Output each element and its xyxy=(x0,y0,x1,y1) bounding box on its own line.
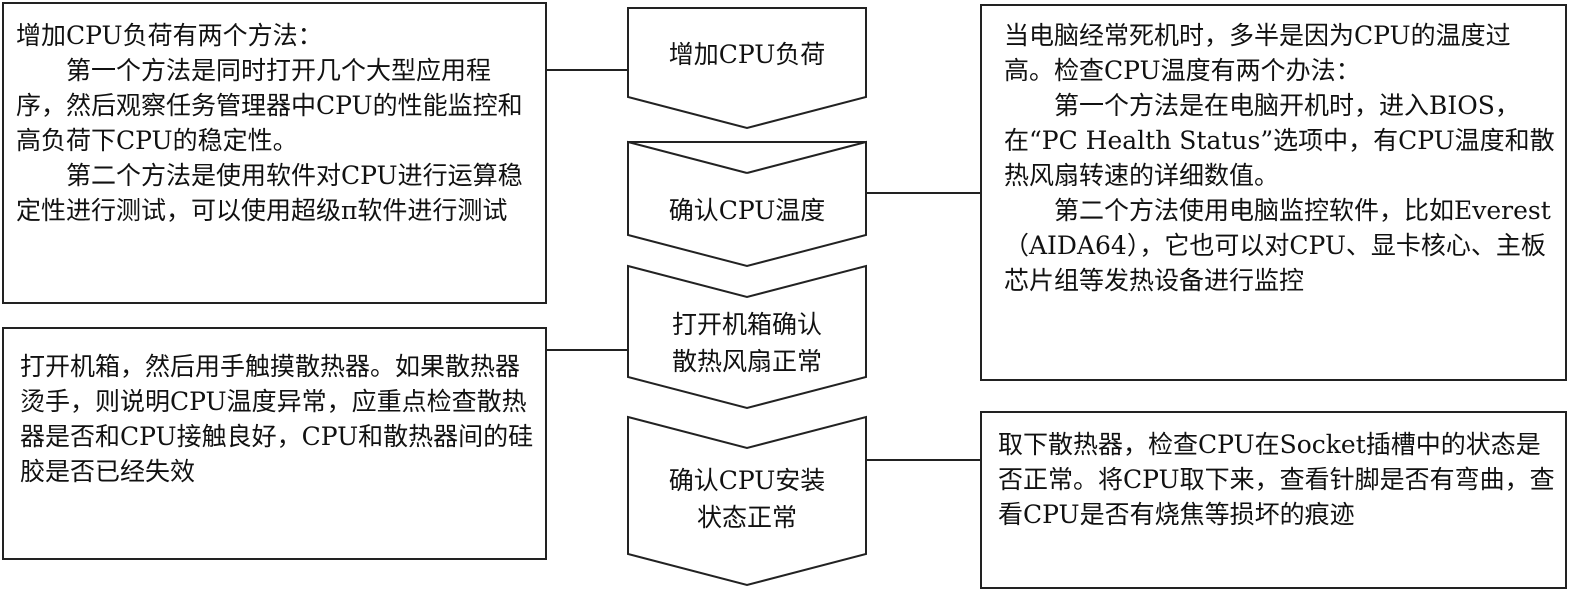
step-label-line: 确认CPU温度 xyxy=(668,195,826,225)
note-heading: 增加CPU负荷有两个方法： xyxy=(16,21,323,50)
step-label-line: 增加CPU负荷 xyxy=(668,39,826,69)
step-shape-check-temperature xyxy=(627,140,867,268)
note-method-1: 第一个方法是同时打开几个大型应用程序，然后观察任务管理器中CPU的性能监控和高负… xyxy=(16,56,523,155)
step-label-check-install: 确认CPU安装 状态正常 xyxy=(628,450,866,548)
note-method-1: 第一个方法是在电脑开机时，进入BIOS，在“PC Health Status”选… xyxy=(1004,91,1555,190)
note-heading: 当电脑经常死机时，多半是因为CPU的温度过高。检查CPU温度有两个办法： xyxy=(1004,21,1511,85)
step-label-increase-load: 增加CPU负荷 xyxy=(628,10,866,98)
step-label-line: 打开机箱确认 xyxy=(671,310,822,339)
note-box-install-check: 取下散热器，检查CPU在Socket插槽中的状态是否正常。将CPU取下来，查看针… xyxy=(980,411,1567,589)
note-text: 取下散热器，检查CPU在Socket插槽中的状态是否正常。将CPU取下来，查看针… xyxy=(998,430,1555,529)
note-method-2: 第二个方法是使用软件对CPU进行运算稳定性进行测试，可以使用超级π软件进行测试 xyxy=(16,161,523,225)
step-label-check-temperature: 确认CPU温度 xyxy=(628,170,866,250)
step-label-line: 状态正常 xyxy=(696,503,797,532)
note-box-fan-check: 打开机箱，然后用手触摸散热器。如果散热器烫手，则说明CPU温度异常，应重点检查散… xyxy=(2,327,547,560)
step-label-check-fan: 打开机箱确认 散热风扇正常 xyxy=(628,300,866,386)
step-shape-increase-load xyxy=(627,7,867,130)
step-label-line: 散热风扇正常 xyxy=(671,347,822,376)
note-box-cpu-temperature: 当电脑经常死机时，多半是因为CPU的温度过高。检查CPU温度有两个办法： 第一个… xyxy=(980,4,1567,381)
note-text: 打开机箱，然后用手触摸散热器。如果散热器烫手，则说明CPU温度异常，应重点检查散… xyxy=(20,352,534,486)
step-shape-check-fan xyxy=(627,264,867,410)
step-shape-check-install xyxy=(627,415,867,587)
note-box-cpu-load: 增加CPU负荷有两个方法： 第一个方法是同时打开几个大型应用程序，然后观察任务管… xyxy=(2,2,547,304)
note-method-2: 第二个方法使用电脑监控软件，比如Everest（AIDA64），它也可以对CPU… xyxy=(1004,196,1551,295)
step-label-line: 确认CPU安装 xyxy=(668,466,826,495)
